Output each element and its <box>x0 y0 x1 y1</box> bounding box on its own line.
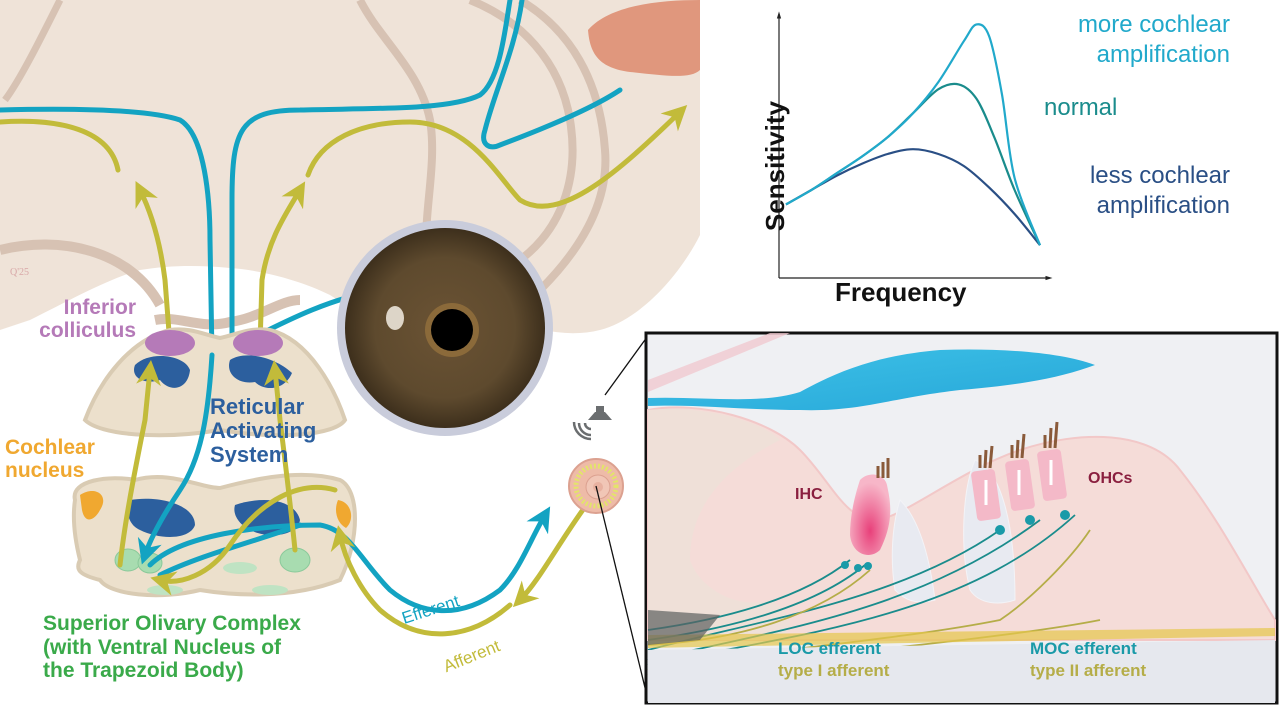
chart-y-label: Sensitivity <box>759 101 790 232</box>
ihc-label: IHC <box>795 486 823 503</box>
eye-icon <box>337 220 553 436</box>
reticular-activating-system-label: Reticular Activating System <box>210 394 317 468</box>
cochlear-nucleus-left <box>80 490 104 520</box>
callout-line <box>595 485 649 701</box>
afferent-label: Afferent <box>441 636 503 676</box>
speaker-icon <box>588 406 612 420</box>
efferent-label: Efferent <box>399 591 461 627</box>
callout-line <box>604 332 651 396</box>
artist-signature: Q'25 <box>10 267 29 278</box>
series-line-more-cochlear-amplification <box>785 23 1042 246</box>
brainstem-afferent-paths <box>117 360 593 637</box>
cortical-afferent-paths <box>0 105 688 348</box>
chart-x-label: Frequency <box>835 277 967 307</box>
sensitivity-chart <box>776 11 1053 281</box>
inferior-colliculus-label: Inferior colliculus <box>39 296 136 342</box>
inferior-colliculus-nucleus <box>145 330 195 356</box>
efferent-terminals <box>841 510 1070 572</box>
sound-waves-icon <box>572 421 592 441</box>
superior-olivary-complex-label: Superior Olivary Complex (with Ventral N… <box>43 612 301 683</box>
legend-less-amplification: less cochlear amplification <box>1089 162 1230 219</box>
legend-normal: normal <box>1044 94 1118 121</box>
legend-more-amplification: more cochlear amplification <box>1077 11 1230 68</box>
series-line-less-cochlear-amplification <box>785 148 1041 246</box>
auditory-cortex-area <box>588 0 700 76</box>
organ-of-corti-inset <box>644 331 1279 705</box>
outer-hair-cells <box>971 421 1067 521</box>
ihc-stereocilia <box>876 458 890 478</box>
loc-efferent-label: LOC efferent type I afferent <box>778 639 890 681</box>
cochlear-nucleus-right <box>335 500 352 528</box>
series-line-normal <box>785 82 1041 246</box>
ohcs-label: OHCs <box>1088 470 1133 487</box>
cochlear-nucleus-label: Cochlear nucleus <box>5 436 95 482</box>
moc-efferent-label: MOC efferent type II afferent <box>1030 639 1147 681</box>
inferior-colliculus-nucleus <box>233 330 283 356</box>
inner-hair-cell <box>850 474 891 555</box>
